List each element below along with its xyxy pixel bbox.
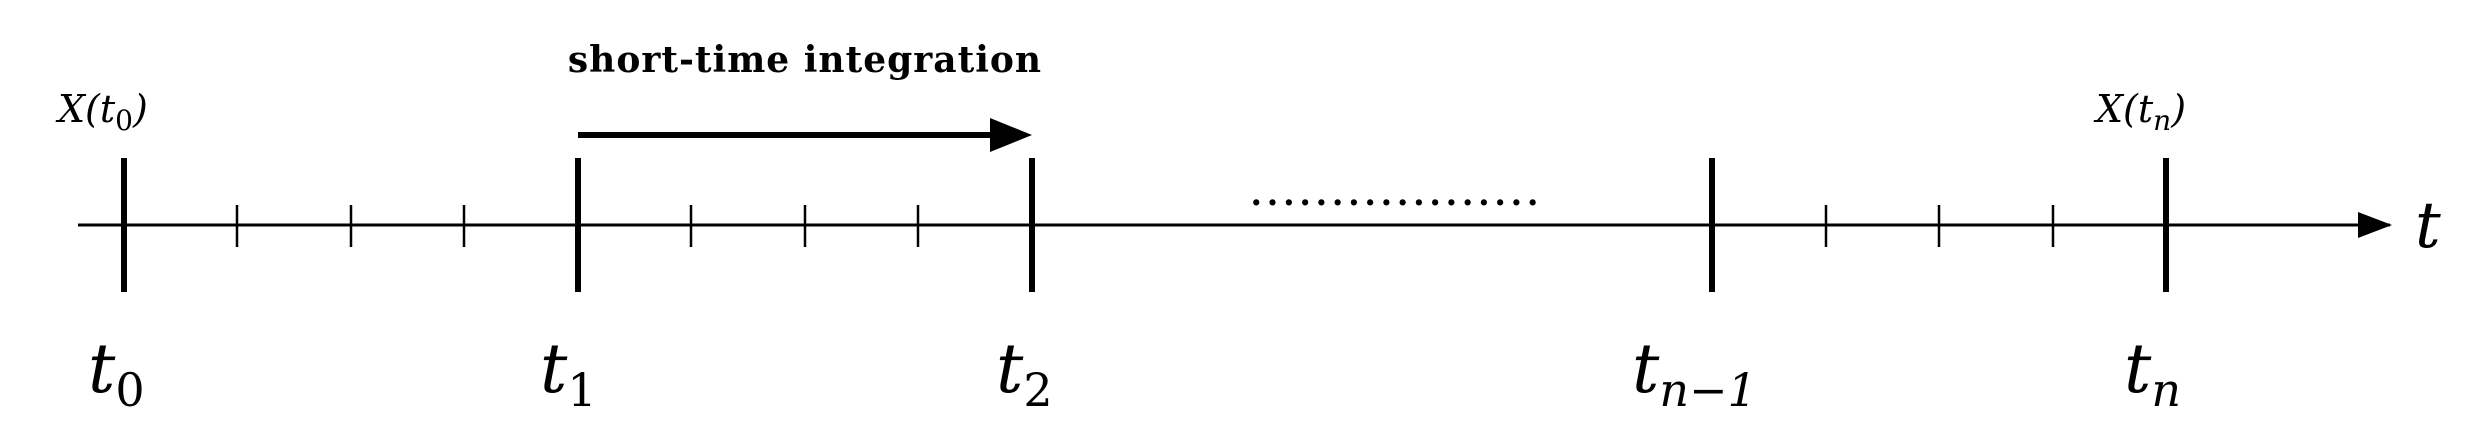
time-label-t2: t2 <box>996 330 1053 417</box>
integration-label: short-time integration <box>568 39 1042 81</box>
time-label-tn-1: tn−1 <box>1632 330 1757 417</box>
state-label-start: X(t0) <box>55 87 148 137</box>
ellipsis-dots: .................. <box>1249 161 1542 217</box>
time-label-t1: t1 <box>540 330 597 417</box>
time-label-t0: t0 <box>88 330 145 417</box>
state-label-end: X(tn) <box>2093 87 2186 137</box>
integration-arrowhead <box>990 118 1032 152</box>
time-label-tn: tn <box>2124 330 2181 417</box>
time-axis-arrowhead <box>2358 212 2392 238</box>
axis-label: t <box>2415 189 2441 263</box>
